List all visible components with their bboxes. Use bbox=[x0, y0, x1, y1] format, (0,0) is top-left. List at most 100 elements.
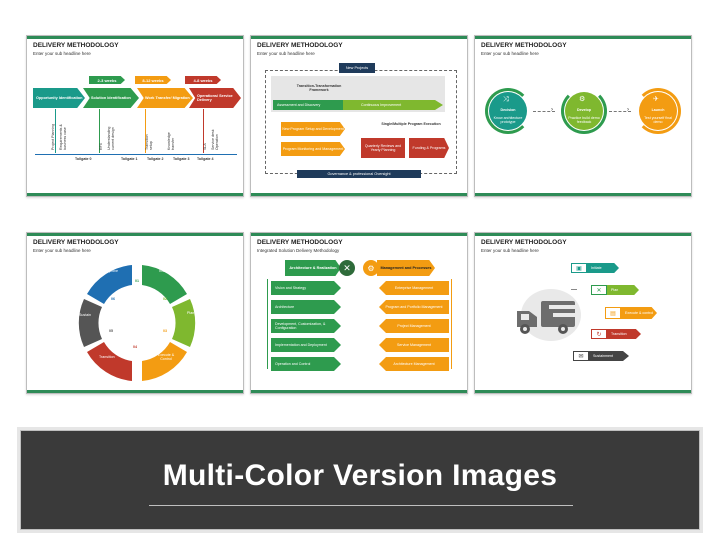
phase-arrow-2: Solution Identification bbox=[83, 88, 139, 108]
gear-icon: ⚙ bbox=[579, 96, 586, 103]
left-item-2: Architecture bbox=[271, 300, 341, 314]
funding-box: Funding & Programs bbox=[409, 138, 449, 158]
slide-top-accent bbox=[251, 233, 467, 236]
item-initiate: Initiate bbox=[587, 263, 619, 273]
num-04: 04 bbox=[133, 345, 137, 349]
bullet-2b: Understanding current design bbox=[107, 126, 116, 150]
left-item-4: Implementation and Deployment bbox=[271, 338, 341, 352]
phase-arrow-4: Operations/ Service Delivery bbox=[189, 88, 241, 108]
launch-circle bbox=[639, 92, 677, 130]
bullet-5b: Service desk Operation bbox=[211, 129, 220, 150]
weeks-tag-3: 4-8 weeks bbox=[185, 76, 221, 84]
title-banner: Multi-Color Version Images bbox=[20, 430, 700, 530]
tollgate-0: Tollgate 0 bbox=[75, 157, 92, 161]
tollgate-4: Tollgate 4 bbox=[197, 157, 214, 161]
slide-title: DELIVERY METHODOLOGY bbox=[481, 239, 567, 246]
slide-top-accent bbox=[475, 233, 691, 236]
mail-icon: ✉ bbox=[573, 351, 589, 361]
num-05: 05 bbox=[109, 329, 113, 333]
bullet-1b: Requirements & business case bbox=[59, 124, 68, 150]
left-item-5: Operation and Control bbox=[271, 357, 341, 371]
chevron-right-icon: › bbox=[551, 107, 553, 113]
decision-circle bbox=[489, 92, 527, 130]
segment-improve bbox=[87, 265, 132, 304]
slide-thumbnail-1[interactable]: DELIVERY METHODOLOGY Enter your sub head… bbox=[26, 35, 244, 197]
timeline-stem-4 bbox=[203, 109, 204, 153]
launch-ring bbox=[635, 88, 681, 134]
segment-transition bbox=[87, 342, 132, 381]
arch-header: Architecture & Realization bbox=[285, 260, 341, 276]
slide-title: DELIVERY METHODOLOGY bbox=[257, 239, 343, 246]
mgmt-header: Management and Processes bbox=[377, 260, 435, 276]
develop-desc: Practice build demo feedback bbox=[568, 116, 600, 125]
num-02: 02 bbox=[163, 297, 167, 301]
left-item-3: Development, Customization, & Configurat… bbox=[271, 319, 341, 333]
left-item-1: Vision and Strategy bbox=[271, 281, 341, 295]
slide-bottom-accent bbox=[27, 390, 243, 393]
slide-top-accent bbox=[475, 36, 691, 39]
slide-thumbnail-5[interactable]: DELIVERY METHODOLOGY Integrated Solution… bbox=[250, 232, 468, 394]
decision-ring bbox=[485, 88, 531, 134]
connector-2 bbox=[609, 111, 631, 112]
cycle-diagram bbox=[78, 265, 196, 381]
document-icon: ▤ bbox=[605, 307, 621, 319]
phase-arrow-3: Work Transfer/ Migration bbox=[137, 88, 193, 108]
slide-thumbnail-6[interactable]: DELIVERY METHODOLOGY Enter your sub head… bbox=[474, 232, 692, 394]
item-sustainment: Sustainment bbox=[589, 351, 629, 361]
banner-divider bbox=[149, 505, 573, 506]
slide-bottom-accent bbox=[475, 390, 691, 393]
tollgate-line bbox=[35, 154, 237, 155]
timeline-stem-1 bbox=[55, 109, 56, 153]
framework-label: Transition-Transformation Framework bbox=[296, 84, 342, 93]
slide-thumbnail-4[interactable]: DELIVERY METHODOLOGY Enter your sub head… bbox=[26, 232, 244, 394]
slide-bottom-accent bbox=[251, 390, 467, 393]
segment-initiate bbox=[142, 265, 187, 304]
item-transition: Transition bbox=[607, 329, 641, 339]
slide-subtitle: Enter your sub headline here bbox=[33, 51, 91, 56]
label-plan: Plan bbox=[187, 311, 195, 315]
slide-title: DELIVERY METHODOLOGY bbox=[33, 239, 119, 246]
new-program-box: New Program Setup and Development bbox=[281, 122, 345, 136]
right-item-2: Program and Portfolio Management bbox=[379, 300, 449, 314]
develop-circle bbox=[565, 92, 603, 130]
single-multiple-label: Single/Multiple Program Execution bbox=[381, 122, 441, 126]
delivery-truck-icon bbox=[517, 289, 581, 341]
slide-thumbnail-3[interactable]: DELIVERY METHODOLOGY Enter your sub head… bbox=[474, 35, 692, 197]
slide-subtitle: Enter your sub headline here bbox=[33, 248, 91, 253]
connector-1 bbox=[533, 111, 555, 112]
refresh-icon: ↻ bbox=[591, 329, 607, 339]
develop-ring bbox=[561, 88, 607, 134]
weeks-tag-2: 8-12 weeks bbox=[135, 76, 171, 84]
quarterly-reviews-box: Quarterly Reviews and Yearly Planning bbox=[361, 138, 405, 158]
slide-bottom-accent bbox=[475, 193, 691, 196]
gears-icon: ⚙ bbox=[363, 260, 379, 276]
decision-desc: Know architecture prototype bbox=[493, 116, 523, 125]
right-item-5: Architecture Management bbox=[379, 357, 449, 371]
launch-desc: Test yourself final demo bbox=[644, 116, 672, 125]
connector-plan bbox=[571, 289, 577, 290]
decision-label: Decision bbox=[500, 108, 516, 112]
weeks-tag-1: 2-3 weeks bbox=[89, 76, 125, 84]
rocket-icon: ✈ bbox=[653, 96, 659, 103]
right-item-4: Service Management bbox=[379, 338, 449, 352]
right-item-3: Project Management bbox=[379, 319, 449, 333]
label-improve: Improve bbox=[105, 269, 118, 273]
num-06: 06 bbox=[111, 297, 115, 301]
item-plan: Plan bbox=[607, 285, 639, 295]
slide-subtitle: Enter your sub headline here bbox=[257, 51, 315, 56]
slide-subtitle: Enter your sub headline here bbox=[481, 248, 539, 253]
right-item-1: Enterprise Management bbox=[379, 281, 449, 295]
segment-execute bbox=[142, 342, 187, 381]
phase-arrow-1: Opportunity Identification bbox=[33, 88, 85, 108]
bullet-3: Transition setup bbox=[145, 134, 154, 150]
label-sustain: Sustain bbox=[79, 313, 91, 317]
slide-top-accent bbox=[251, 36, 467, 39]
tools-icon: ✕ bbox=[591, 285, 607, 295]
slide-subtitle: Enter your sub headline here bbox=[481, 51, 539, 56]
bullet-1a: Project Planning bbox=[51, 123, 55, 150]
continuous-improvement-box: Continuous Improvement bbox=[343, 100, 443, 110]
tollgate-3: Tollgate 3 bbox=[173, 157, 190, 161]
slide-title: DELIVERY METHODOLOGY bbox=[481, 42, 567, 49]
slide-thumbnail-2[interactable]: DELIVERY METHODOLOGY Enter your sub head… bbox=[250, 35, 468, 197]
